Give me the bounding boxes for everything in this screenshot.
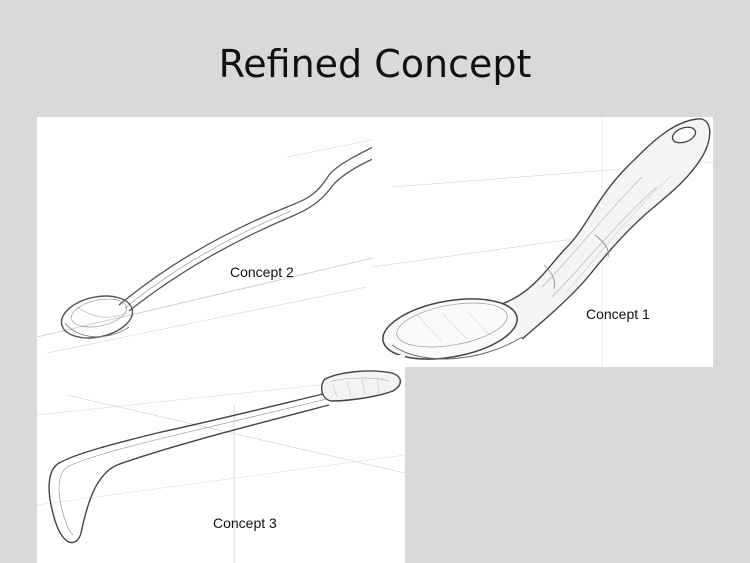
concept-2-sketch-panel: Concept 2 <box>37 117 377 355</box>
concept-2-sketch-image <box>37 138 377 354</box>
slide-title: Refined Concept <box>218 42 532 86</box>
concept-1-label: Concept 1 <box>586 306 650 322</box>
concept-3-label: Concept 3 <box>213 515 277 531</box>
concept-1-sketch-panel: Concept 1 <box>372 117 713 367</box>
concept-3-sketch-image <box>37 370 405 563</box>
concept-3-sketch-panel: Concept 3 <box>37 355 405 563</box>
concept-1-sketch-image <box>372 117 713 367</box>
concept-2-label: Concept 2 <box>230 264 294 280</box>
